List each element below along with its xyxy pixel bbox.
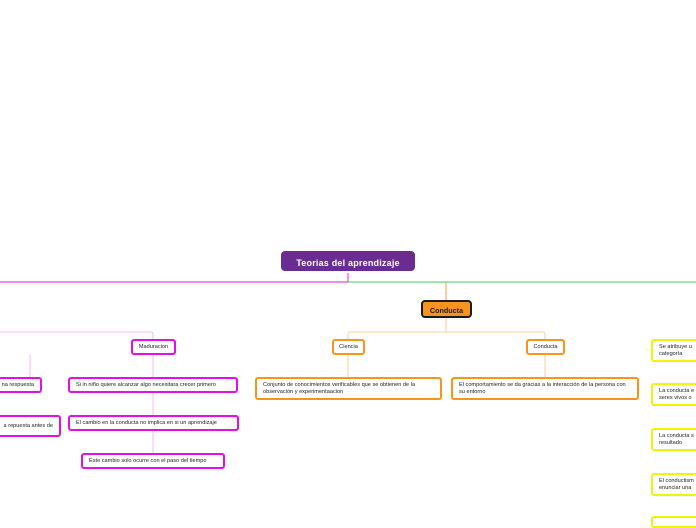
conducta-topic[interactable]: Conducta [421,300,472,318]
magenta-children-connector [0,331,154,340]
left-partial-node[interactable]: na respuesta [0,377,42,393]
conducta-children-connector [347,318,546,340]
right-partial-node[interactable]: La conducta e seres vivos o [651,383,696,406]
ciencia-detail[interactable]: Conjunto de conocimientos verificables q… [255,377,442,400]
left-partial-node[interactable]: a repuesta antes de [0,415,61,437]
ciencia-topic[interactable]: Ciencia [332,339,365,355]
right-partial-node[interactable]: El conductism enunciar una [651,473,696,496]
maduracion-topic[interactable]: Maduracion [131,339,176,355]
maduracion-item[interactable]: El cambio en la conducta no implica en s… [68,415,239,431]
conducta-subtopic[interactable]: Conducta [526,339,565,355]
maduracion-item[interactable]: Si in niño quiere alcanzar algo necesita… [68,377,238,393]
right-partial-node-edge[interactable] [651,516,696,528]
magenta-branch-line [0,273,349,283]
root-topic[interactable]: Teorias del aprendizaje [279,249,417,273]
right-partial-node[interactable]: La conducta s resultado [651,428,696,451]
maduracion-item[interactable]: Este cambio solo ocurre con el paso del … [81,453,225,469]
right-partial-node[interactable]: Se atribuye u categoría [651,339,696,362]
conducta-sub-detail[interactable]: El comportamiento se da gracias a la int… [451,377,639,400]
